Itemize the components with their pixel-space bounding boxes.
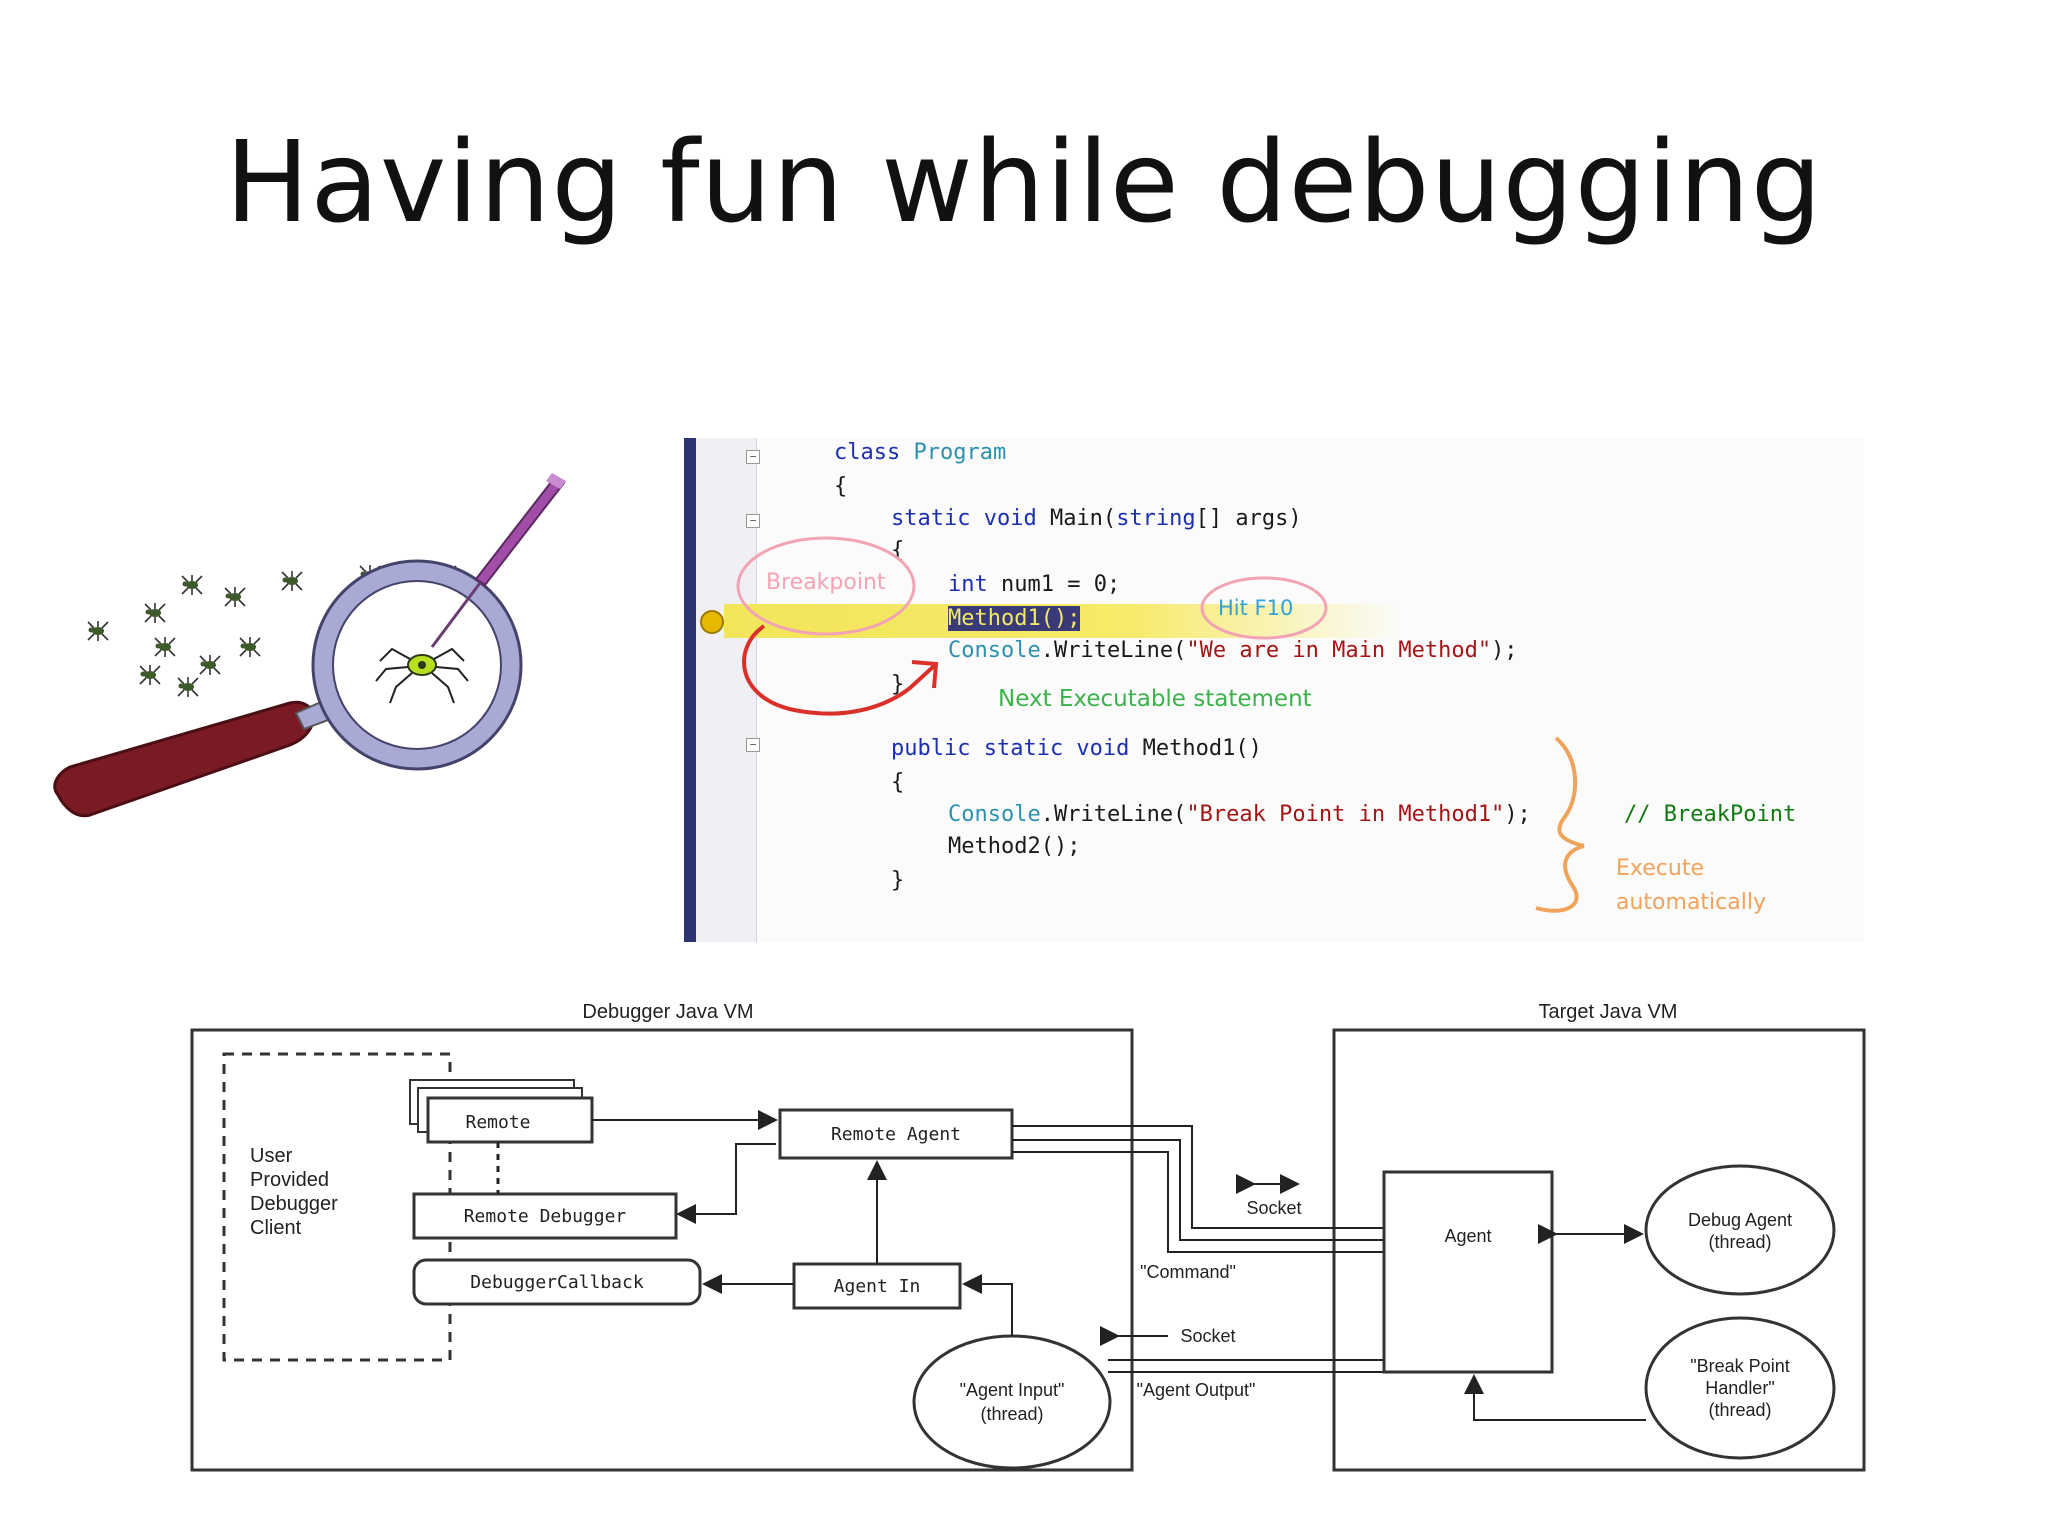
- user-client-label: Debugger: [250, 1193, 338, 1215]
- break-point-handler-thread: [1644, 1316, 1836, 1460]
- user-client-label: User: [250, 1145, 293, 1167]
- bug-icon: [281, 570, 303, 592]
- target-vm-label: Target Java VM: [1539, 1001, 1678, 1023]
- remote-agent-label: Remote Agent: [831, 1124, 961, 1145]
- break-point-handler-label: "Break Point: [1690, 1356, 1789, 1376]
- debugger-vm-box: [190, 1028, 1134, 1472]
- remote-debugger-label: Remote Debugger: [464, 1206, 627, 1227]
- bug-icon: [224, 586, 246, 608]
- code-line: Method2();: [948, 834, 1081, 859]
- agent-input-thread: [912, 1334, 1112, 1470]
- hit-f10-label: Hit F10: [1218, 596, 1294, 620]
- breakpoint-arrow-icon: [700, 610, 724, 634]
- code-line: Console.WriteLine("Break Point in Method…: [948, 802, 1531, 827]
- bug-icon: [239, 636, 261, 658]
- agent-input-label: (thread): [980, 1404, 1043, 1424]
- code-line: {: [834, 474, 848, 499]
- execute-label: Execute: [1616, 856, 1704, 881]
- collapse-toggle-icon[interactable]: −: [746, 514, 760, 528]
- debugger-callback-box: [412, 1258, 702, 1306]
- socket-top-label: Socket: [1246, 1198, 1301, 1218]
- debugger-vm-label: Debugger Java VM: [582, 1001, 753, 1023]
- hit-f10-circle: [1200, 576, 1328, 640]
- break-point-handler-label: (thread): [1708, 1400, 1771, 1420]
- remote-label: Remote: [465, 1112, 530, 1133]
- agent-label: Agent: [1444, 1226, 1491, 1246]
- code-comment: // BreakPoint: [1624, 802, 1797, 827]
- magnifying-glass-bug-illustration: [53, 473, 566, 818]
- debugger-callback-label: DebuggerCallback: [470, 1272, 644, 1293]
- collapse-toggle-icon[interactable]: −: [746, 450, 760, 464]
- debug-agent-label: (thread): [1708, 1232, 1771, 1252]
- code-line: static void Main(string[] args): [891, 506, 1302, 531]
- breakpoint-label: Breakpoint: [766, 570, 886, 595]
- next-statement-label: Next Executable statement: [998, 686, 1312, 712]
- code-line: {: [891, 770, 905, 795]
- slide-title: Having fun while debugging: [225, 118, 1823, 248]
- bug-icon: [177, 676, 199, 698]
- agent-in-box: [792, 1262, 962, 1310]
- debugger-architecture-diagram: Debugger Java VM Target Java VM User Pro…: [190, 1001, 1866, 1472]
- break-point-handler-label: Handler": [1705, 1378, 1774, 1398]
- debug-agent-thread: [1644, 1164, 1836, 1296]
- execute-label: automatically: [1616, 890, 1766, 915]
- user-client-label: Provided: [250, 1169, 329, 1191]
- socket-bottom-label: Socket: [1180, 1326, 1235, 1346]
- remote-agent-box: [778, 1108, 1014, 1160]
- code-editor-panel: − − − class Program { static void Main(s…: [684, 438, 1864, 942]
- user-client-label: Client: [250, 1217, 302, 1239]
- agent-in-label: Agent In: [834, 1276, 921, 1297]
- bug-icon: [139, 664, 161, 686]
- agent-box: [1382, 1170, 1554, 1374]
- editor-gutter: [684, 438, 696, 942]
- code-line: }: [891, 868, 905, 893]
- code-line: public static void Method1(): [891, 736, 1262, 761]
- bug-icon: [144, 602, 166, 624]
- debug-agent-label: Debug Agent: [1688, 1210, 1792, 1230]
- collapse-toggle-icon[interactable]: −: [746, 738, 760, 752]
- agent-input-label: "Agent Input": [960, 1380, 1065, 1400]
- probe-needle-icon: [430, 473, 566, 648]
- return-arrow-icon: [742, 624, 939, 716]
- green-bug-icon: [375, 647, 469, 704]
- breakpoint-circle: [736, 536, 916, 636]
- annotation-strokes: [736, 536, 1585, 913]
- remote-box: [426, 1096, 594, 1144]
- code-line: Console.WriteLine("We are in Main Method…: [948, 638, 1518, 663]
- bug-icon: [181, 574, 203, 596]
- remote-debugger-box: [412, 1192, 678, 1240]
- bug-icon: [199, 654, 221, 676]
- bug-icon: [87, 620, 109, 642]
- code-line-current: Method1();: [948, 606, 1081, 631]
- code-line: class Program: [834, 440, 1007, 465]
- magnifying-glass-icon: [53, 559, 523, 818]
- code-line: }: [891, 672, 905, 697]
- code-line: int num1 = 0;: [948, 572, 1121, 597]
- execute-brace-icon: [1535, 736, 1585, 913]
- command-label: "Command": [1140, 1262, 1236, 1282]
- bug-icon: [154, 636, 176, 658]
- target-vm-box: [1332, 1028, 1866, 1472]
- agent-output-label: "Agent Output": [1137, 1380, 1256, 1400]
